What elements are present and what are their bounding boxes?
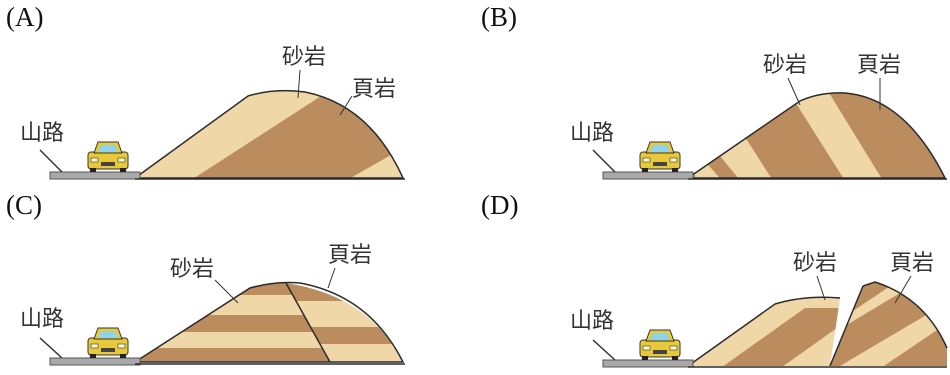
shale-layer [875, 318, 947, 366]
panel-b: (B) 山路 砂岩 頁岩 [475, 0, 950, 187]
sandstone-pointer-line [787, 77, 801, 106]
shale-pointer-line [339, 95, 353, 116]
car-icon [639, 141, 681, 172]
sandstone-label: 砂岩 [282, 45, 326, 70]
sandstone-label: 砂岩 [793, 251, 837, 276]
shale-label: 頁岩 [328, 243, 372, 268]
hill-a [135, 90, 403, 178]
sandstone-pointer-line [214, 279, 239, 304]
road-pointer-line [592, 339, 616, 361]
sandstone-label: 砂岩 [170, 257, 214, 282]
road-label: 山路 [20, 307, 64, 332]
mountain-road [49, 171, 141, 180]
sandstone-label: 砂岩 [763, 53, 807, 78]
option-label-a: (A) [6, 2, 44, 32]
car-icon [87, 141, 129, 172]
road-pointer-line [592, 149, 616, 173]
shale-label: 頁岩 [857, 53, 901, 78]
shale-label: 頁岩 [352, 77, 396, 102]
shale-layer [185, 90, 403, 178]
panel-c-diagram: 山路 砂岩 頁岩 [20, 243, 405, 366]
option-label-c: (C) [6, 190, 42, 220]
fault-line [285, 282, 331, 363]
panel-a-diagram: 山路 砂岩 頁岩 [20, 45, 405, 180]
sandstone-layer [135, 295, 330, 315]
road-pointer-line [39, 149, 63, 173]
mountain-road [602, 359, 694, 368]
sandstone-pointer-line [297, 69, 301, 99]
hill-b [688, 92, 945, 178]
shale-pointer-line [327, 267, 336, 289]
road-pointer-line [39, 337, 63, 359]
shale-layer [135, 348, 330, 362]
option-label-d: (D) [481, 190, 519, 220]
shale-layer [286, 283, 403, 301]
panel-d-diagram: 山路 砂岩 頁岩 [570, 251, 948, 368]
shale-layer [715, 308, 840, 366]
car-icon [639, 329, 681, 360]
panel-d: (D) [475, 188, 950, 375]
panel-b-diagram: 山路 砂岩 頁岩 [570, 53, 947, 180]
fault-line [829, 285, 864, 367]
panel-a: (A) 山路 砂岩 頁岩 [0, 0, 475, 187]
mountain-road [602, 171, 694, 180]
sandstone-pointer-line [816, 275, 826, 301]
car-icon [87, 327, 129, 358]
shale-pointer-line [894, 275, 912, 304]
sandstone-layer [135, 332, 330, 348]
road-label: 山路 [570, 309, 614, 334]
mountain-road [49, 357, 141, 366]
shale-label: 頁岩 [890, 251, 934, 276]
road-label: 山路 [20, 121, 64, 146]
road-label: 山路 [570, 121, 614, 146]
option-label-b: (B) [481, 2, 517, 32]
panel-c: (C) [0, 188, 475, 375]
